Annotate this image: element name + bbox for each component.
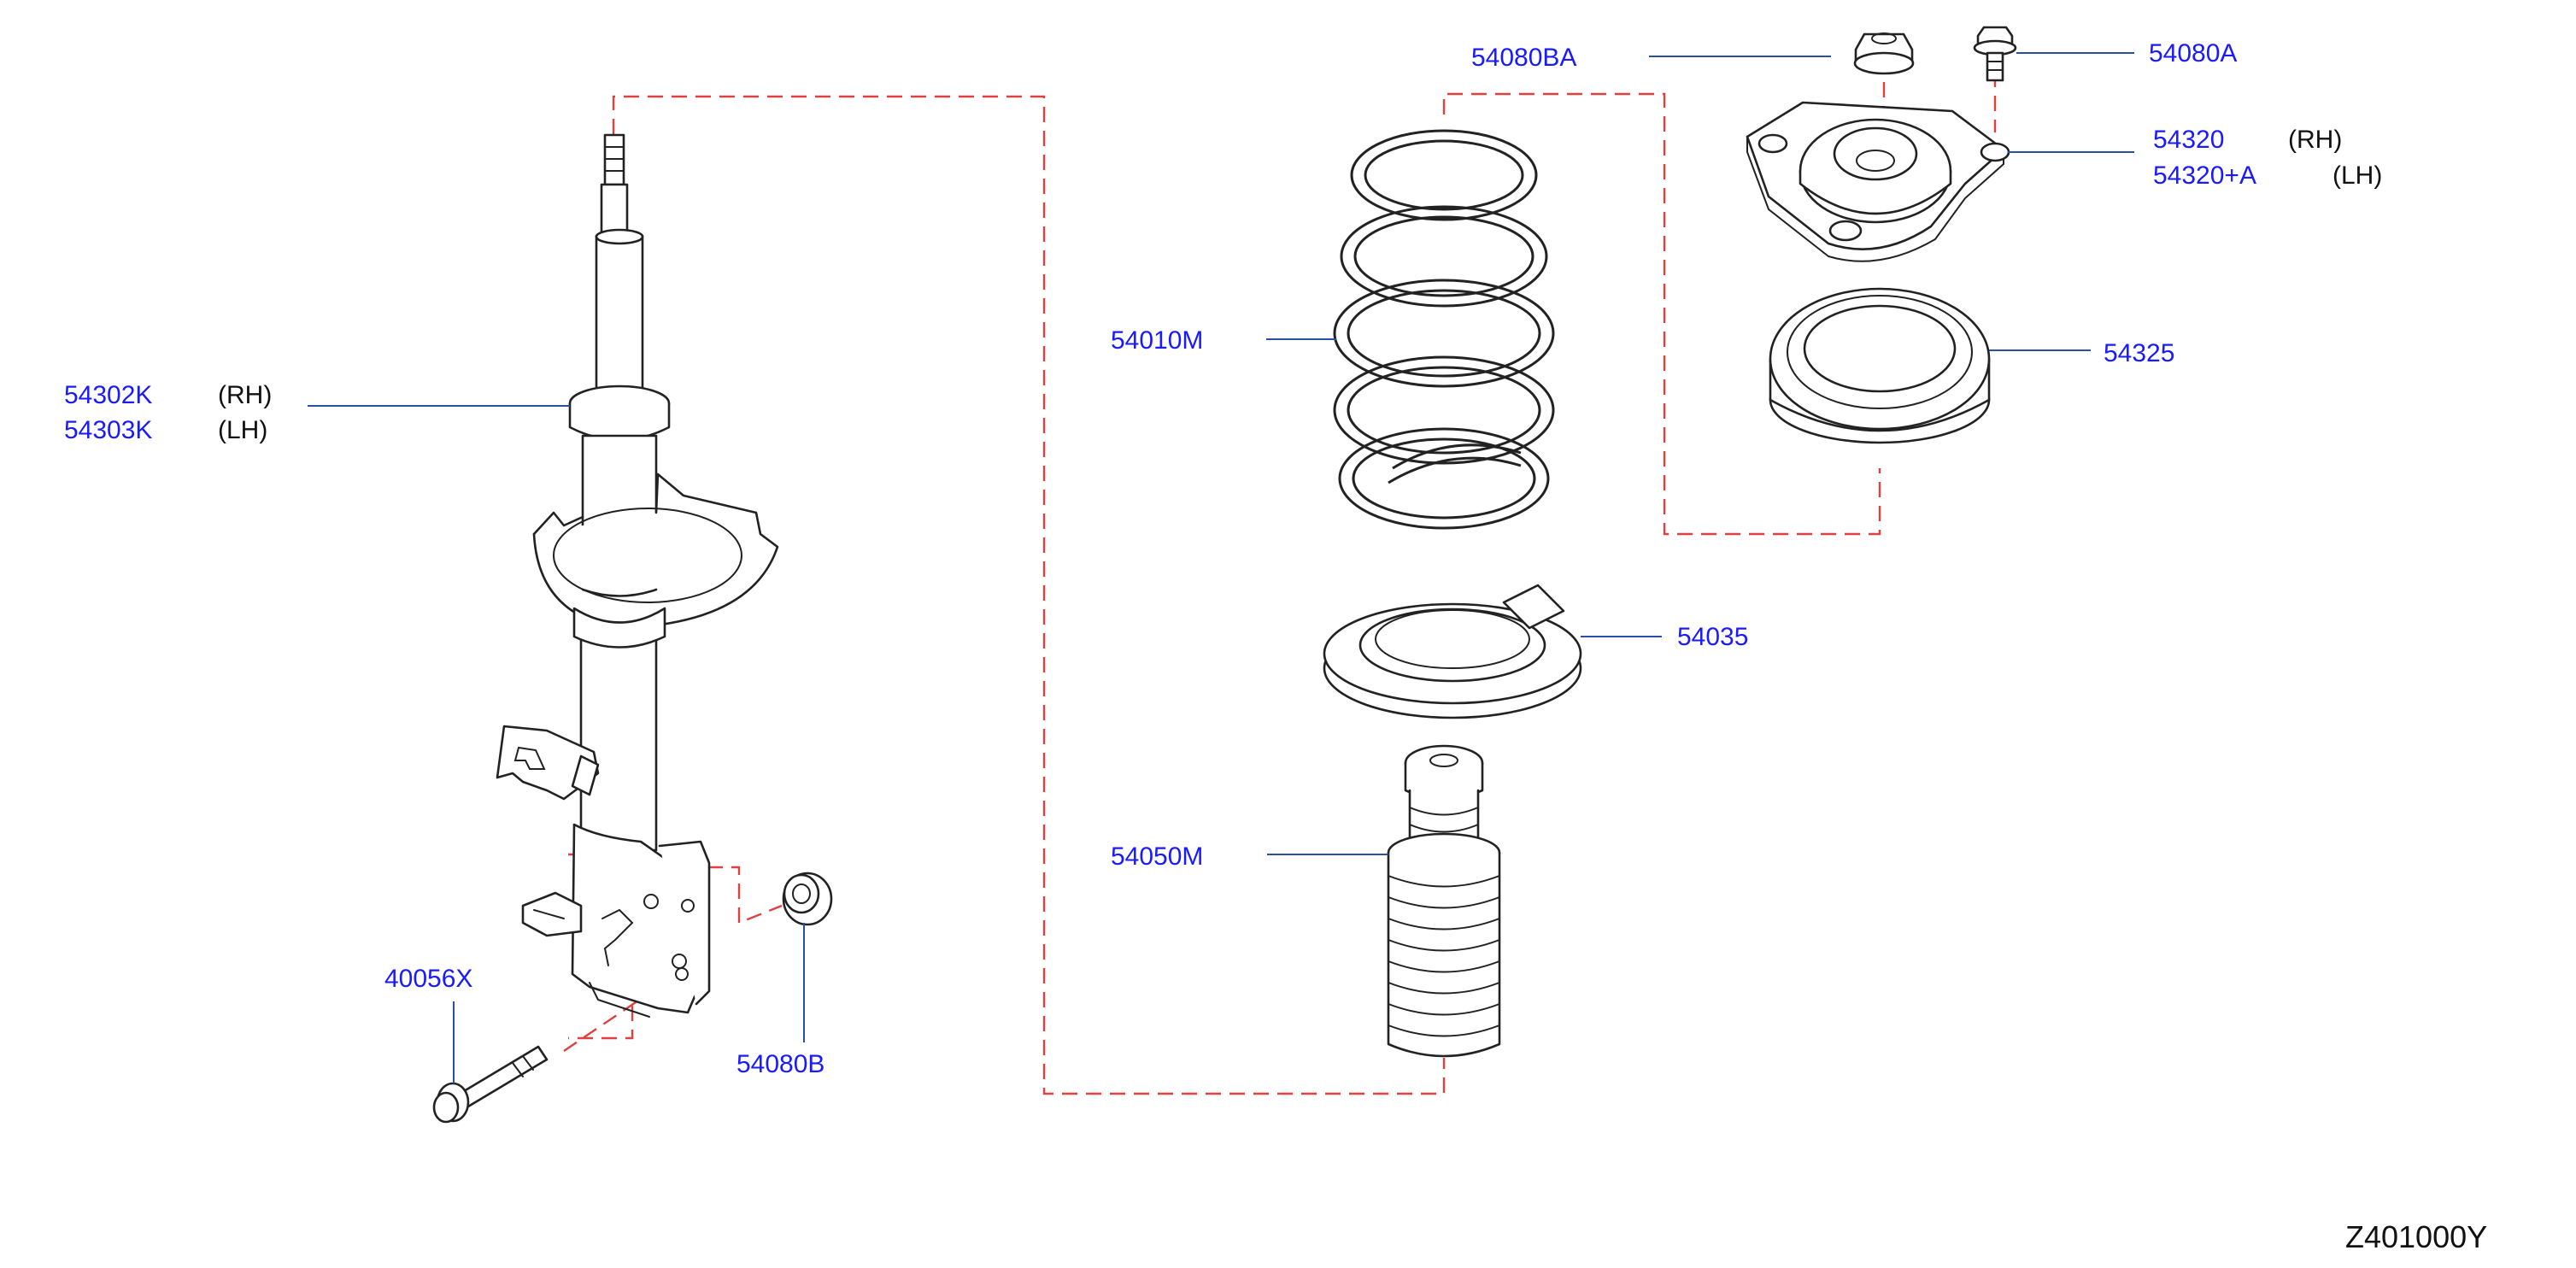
bump-stop-boot [1387, 744, 1501, 1058]
label-54080b: 54080B [736, 1050, 824, 1078]
bolt-40056x [432, 1045, 549, 1124]
label-54080ba: 54080BA [1471, 44, 1576, 72]
part-labels: 54302K (RH) 54303K (LH) 40056X 54080B 54… [64, 39, 2487, 1254]
label-54325: 54325 [2104, 339, 2174, 367]
label-strut-rh-side: (RH) [218, 381, 272, 409]
leader-lines [308, 52, 2134, 1083]
label-54010m: 54010M [1111, 326, 1203, 355]
diagram-code: Z401000Y [2345, 1219, 2487, 1254]
label-54302k: 54302K [64, 381, 152, 409]
label-54080a: 54080A [2149, 39, 2237, 68]
nut-54080b [782, 872, 833, 926]
spring-seat [1323, 584, 1582, 719]
nut-54080ba [1853, 32, 1915, 75]
strut-assembly [496, 133, 779, 1018]
label-54320a: 54320+A [2153, 161, 2256, 190]
strut-mount [1746, 101, 2010, 262]
label-strut-lh-side: (LH) [218, 416, 267, 444]
label-54050m: 54050M [1111, 842, 1203, 871]
label-54320: 54320 [2153, 126, 2224, 154]
coil-spring [1333, 129, 1555, 530]
label-54035: 54035 [1677, 623, 1748, 651]
label-mount-lh-side: (LH) [2332, 161, 2382, 190]
bolt-54080a [1973, 26, 2017, 82]
label-40056x: 40056X [384, 965, 472, 993]
strut-bearing [1769, 287, 1991, 444]
label-54303k: 54303K [64, 416, 152, 444]
label-mount-rh-side: (RH) [2288, 126, 2342, 154]
